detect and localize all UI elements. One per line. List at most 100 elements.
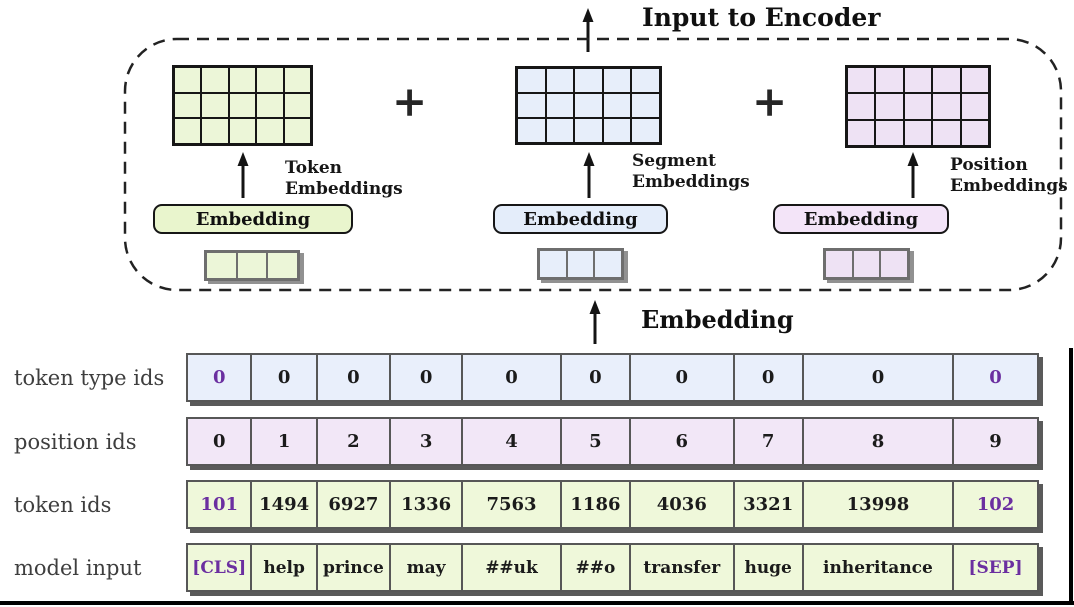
grid-cell	[575, 94, 602, 117]
row-label: position ids	[14, 429, 137, 454]
table-cell: 1186	[559, 482, 629, 527]
table-cell: 5	[559, 419, 629, 464]
grid-cell	[933, 120, 960, 145]
table-cell: 6927	[315, 482, 389, 527]
grid-cell	[518, 119, 545, 142]
table-cell: 0	[212, 431, 226, 452]
up-arrow-icon	[589, 300, 601, 344]
label-line: Segment	[632, 151, 716, 171]
up-arrow-icon	[907, 152, 919, 198]
embedding-box-segment: Embedding	[493, 204, 668, 234]
grid-cell	[266, 253, 298, 278]
grid-cell	[876, 68, 903, 93]
grid-cell	[284, 68, 310, 92]
grid-cell	[284, 93, 310, 118]
grid-cell	[876, 94, 903, 119]
grid-cell	[546, 69, 574, 92]
grid-cell	[546, 94, 574, 117]
page-title: Input to Encoder	[642, 3, 881, 32]
grid-cell	[904, 120, 932, 145]
embedding-box-position: Embedding	[773, 204, 949, 234]
grid-cell	[207, 253, 236, 278]
label-line: Embeddings	[632, 172, 750, 192]
position-embeddings-grid	[845, 65, 991, 148]
row-cells: 101 1494 6927 1336 7563 1186 4036 3321 1…	[186, 480, 1039, 529]
table-cell: 13998	[801, 482, 952, 527]
table-cell: 102	[952, 482, 1037, 527]
table-cell: 0	[461, 355, 560, 400]
token-input-strip	[204, 250, 300, 281]
grid-cell	[904, 94, 932, 119]
embedding-label: Embedding	[641, 305, 794, 334]
row-position-ids: position ids 0 1 2 3 4 5 6 7 8 9	[14, 417, 1039, 466]
table-cell: may	[389, 545, 461, 590]
grid-cell	[575, 69, 602, 92]
table-cell: [SEP]	[952, 545, 1037, 590]
table-cell: 0	[559, 355, 629, 400]
frame-bottom-border	[0, 601, 1074, 605]
table-cell: [CLS]	[192, 557, 247, 578]
grid-cell	[632, 94, 659, 117]
token-embeddings-grid	[172, 65, 313, 146]
table-cell: 0	[801, 355, 952, 400]
table-cell: 8	[801, 419, 952, 464]
table-cell: 3	[389, 419, 461, 464]
table-cell: 7563	[461, 482, 560, 527]
grid-cell	[933, 94, 960, 119]
grid-cell	[876, 120, 903, 145]
table-cell: 1494	[250, 482, 315, 527]
grid-cell	[175, 68, 201, 92]
row-label: token type ids	[14, 365, 165, 390]
grid-cell	[546, 119, 574, 142]
table-cell: 4	[461, 419, 560, 464]
table-cell: 101	[200, 494, 238, 515]
row-token-ids: token ids 101 1494 6927 1336 7563 1186 4…	[14, 480, 1039, 529]
grid-cell	[229, 93, 256, 118]
grid-cell	[229, 68, 256, 92]
segment-embeddings-grid	[515, 66, 662, 145]
table-cell: 7	[732, 419, 802, 464]
token-embeddings-label: Token Embeddings	[285, 158, 403, 200]
grid-cell	[229, 119, 256, 143]
table-cell: ##o	[559, 545, 629, 590]
grid-cell	[257, 93, 283, 118]
grid-cell	[202, 68, 228, 92]
table-cell: 4036	[629, 482, 732, 527]
segment-input-strip	[537, 248, 624, 280]
table-cell: 2	[315, 419, 389, 464]
grid-cell	[632, 69, 659, 92]
grid-cell	[565, 251, 594, 277]
grid-cell	[961, 68, 988, 93]
label-line: Embeddings	[950, 176, 1068, 196]
grid-cell	[848, 68, 875, 93]
table-cell: 3321	[732, 482, 802, 527]
grid-cell	[202, 93, 228, 118]
grid-cell	[284, 119, 310, 143]
table-cell: 0	[212, 367, 226, 388]
grid-cell	[202, 119, 228, 143]
up-arrow-icon	[583, 152, 595, 198]
grid-cell	[518, 94, 545, 117]
table-cell: 0	[315, 355, 389, 400]
segment-embeddings-label: Segment Embeddings	[632, 151, 750, 193]
grid-cell	[933, 68, 960, 93]
table-cell: help	[250, 545, 315, 590]
table-cell: huge	[732, 545, 802, 590]
table-cell: 0	[389, 355, 461, 400]
label-line: Token	[285, 158, 342, 178]
table-cell: 0	[250, 355, 315, 400]
grid-cell	[257, 119, 283, 143]
grid-cell	[961, 94, 988, 119]
table-cell: 1336	[389, 482, 461, 527]
grid-cell	[175, 93, 201, 118]
table-cell: ##uk	[461, 545, 560, 590]
position-embeddings-label: Position Embeddings	[950, 155, 1068, 197]
grid-cell	[603, 94, 631, 117]
embedding-box-token: Embedding	[153, 204, 353, 234]
plus-sign: +	[752, 77, 788, 126]
grid-cell	[961, 120, 988, 145]
grid-cell	[575, 119, 602, 142]
row-cells: 0 1 2 3 4 5 6 7 8 9	[186, 417, 1039, 466]
grid-cell	[175, 119, 201, 143]
